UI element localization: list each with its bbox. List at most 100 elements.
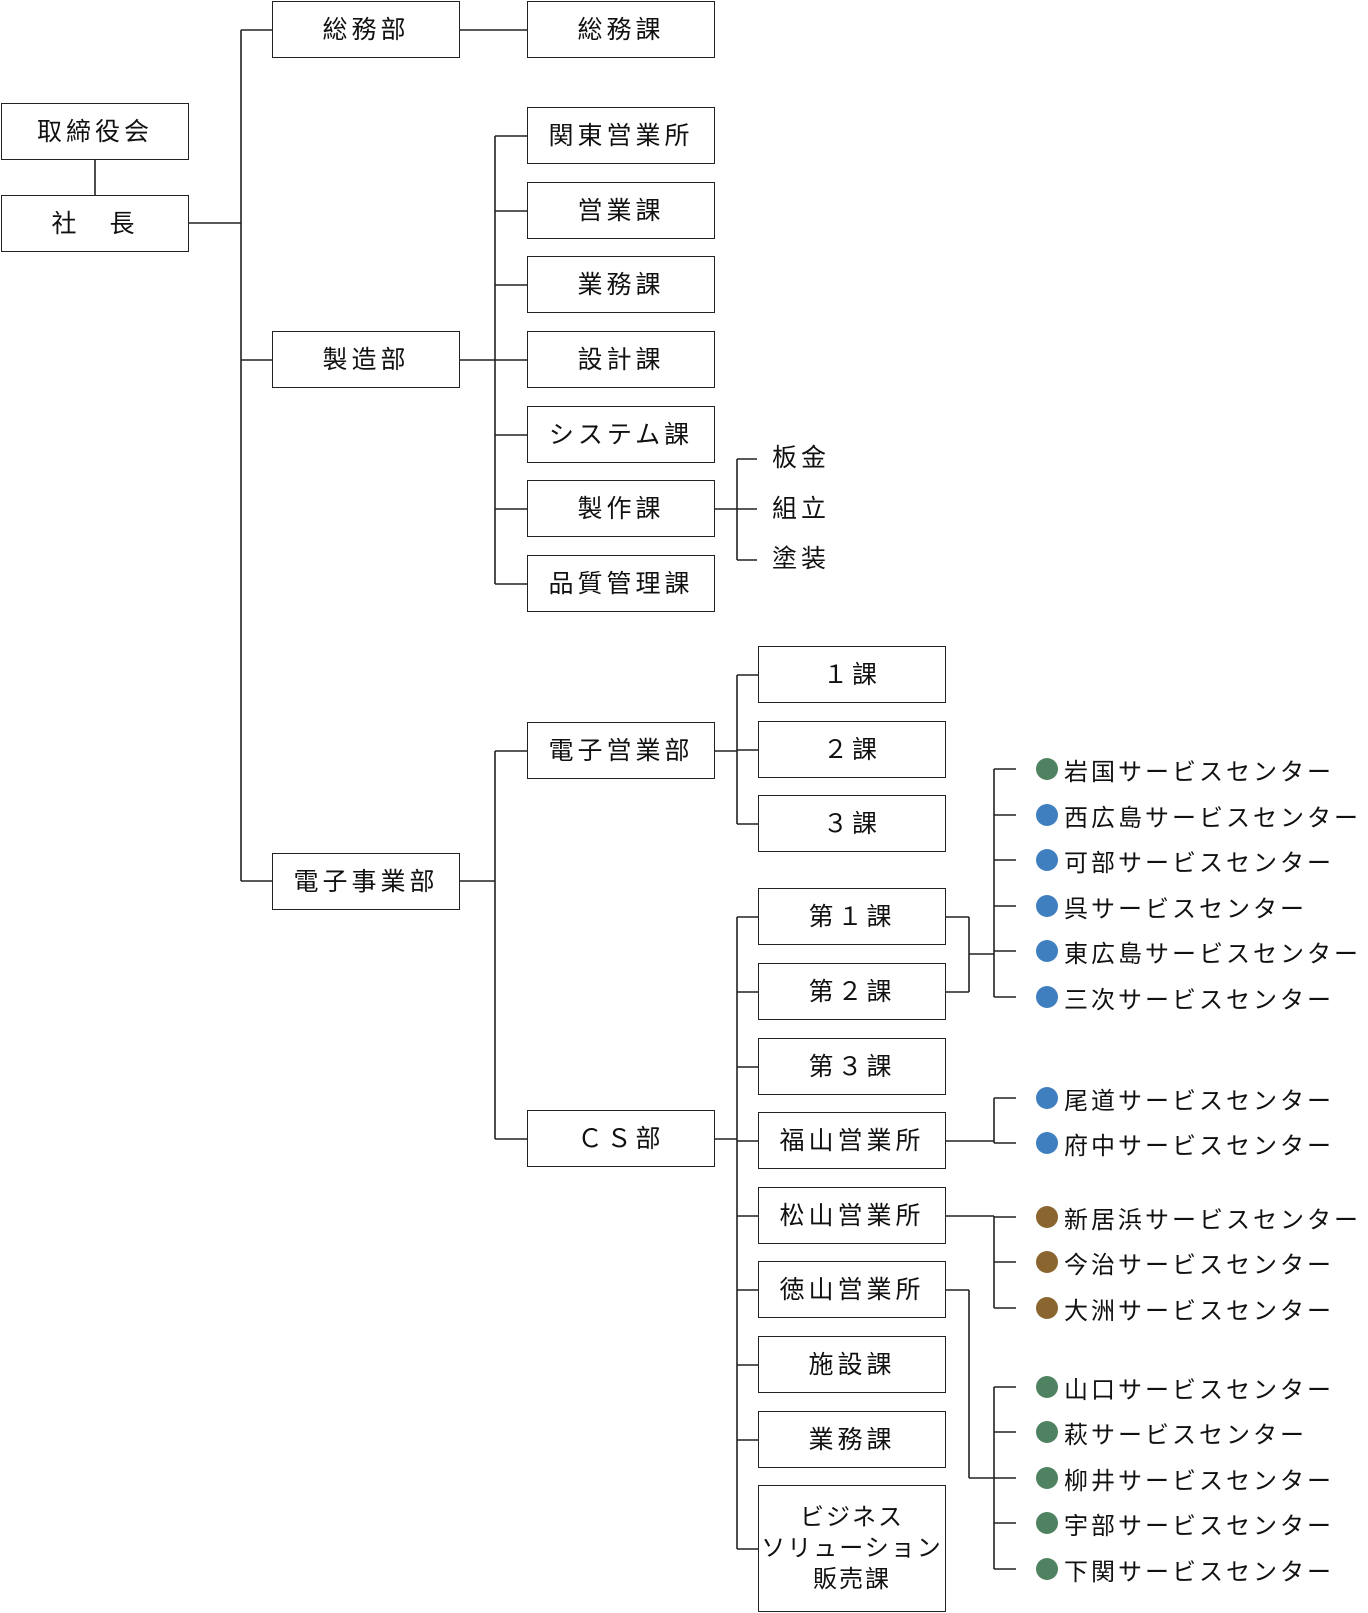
kanto-box: 関東営業所 bbox=[527, 107, 715, 164]
dai1-box: 第１課 bbox=[758, 888, 946, 945]
board-label: 取締役会 bbox=[36, 116, 153, 146]
dai2-label: 第２課 bbox=[808, 976, 896, 1006]
system-ka-label: システム課 bbox=[548, 419, 694, 449]
green-dot-icon bbox=[1036, 1376, 1058, 1398]
cs-bu-box: ＣＳ部 bbox=[527, 1110, 715, 1167]
dai3-label: 第３課 bbox=[808, 1051, 896, 1081]
green-dot-icon bbox=[1036, 1512, 1058, 1534]
center-yanai: 柳井サービスセンター bbox=[1036, 1463, 1334, 1495]
matsuyama-box: 松山営業所 bbox=[758, 1187, 946, 1244]
center-onomichi: 尾道サービスセンター bbox=[1036, 1083, 1334, 1115]
hinshitsu-ka-label: 品質管理課 bbox=[548, 568, 694, 598]
sekkei-ka-box: 設計課 bbox=[527, 331, 715, 388]
ka2-label: ２課 bbox=[822, 734, 881, 764]
center-shimonoseki: 下関サービスセンター bbox=[1036, 1554, 1334, 1586]
seizou-bu-box: 製造部 bbox=[272, 331, 460, 388]
center-yamaguchi: 山口サービスセンター bbox=[1036, 1372, 1334, 1404]
brown-dot-icon bbox=[1036, 1206, 1058, 1228]
biz-line2: ソリューション bbox=[761, 1533, 943, 1562]
center-label: 大洲サービスセンター bbox=[1064, 1296, 1334, 1325]
fukuyama-box: 福山営業所 bbox=[758, 1112, 946, 1169]
shisetsu-ka-box: 施設課 bbox=[758, 1336, 946, 1393]
seizou-bu-label: 製造部 bbox=[322, 344, 410, 374]
matsuyama-label: 松山営業所 bbox=[779, 1200, 925, 1230]
soumu-bu-box: 総務部 bbox=[272, 1, 460, 58]
center-label: 可部サービスセンター bbox=[1064, 848, 1334, 877]
gyoumu-ka-cs-label: 業務課 bbox=[808, 1424, 896, 1454]
soumu-ka-label: 総務課 bbox=[577, 14, 665, 44]
denshi-eigyou-bu-box: 電子営業部 bbox=[527, 722, 715, 779]
dai2-box: 第２課 bbox=[758, 963, 946, 1020]
cs-bu-label: ＣＳ部 bbox=[577, 1123, 665, 1153]
center-label: 柳井サービスセンター bbox=[1064, 1466, 1334, 1495]
center-label: 三次サービスセンター bbox=[1064, 985, 1334, 1014]
gyoumu-ka-mfg-box: 業務課 bbox=[527, 256, 715, 313]
biz-solution-box: ビジネス ソリューション 販売課 bbox=[758, 1485, 946, 1612]
center-imabari: 今治サービスセンター bbox=[1036, 1247, 1334, 1279]
ka1-label: １課 bbox=[822, 659, 881, 689]
center-iwakuni: 岩国サービスセンター bbox=[1036, 754, 1334, 786]
soumu-bu-label: 総務部 bbox=[322, 14, 410, 44]
center-label: 岩国サービスセンター bbox=[1064, 757, 1334, 786]
brown-dot-icon bbox=[1036, 1297, 1058, 1319]
center-label: 山口サービスセンター bbox=[1064, 1375, 1334, 1404]
green-dot-icon bbox=[1036, 758, 1058, 780]
center-kure: 呉サービスセンター bbox=[1036, 891, 1307, 923]
center-label: 西広島サービスセンター bbox=[1064, 803, 1361, 832]
ka3-label: ３課 bbox=[822, 808, 881, 838]
center-higashihiroshima: 東広島サービスセンター bbox=[1036, 936, 1361, 968]
center-label: 宇部サービスセンター bbox=[1064, 1511, 1334, 1540]
center-miyoshi: 三次サービスセンター bbox=[1036, 982, 1334, 1014]
green-dot-icon bbox=[1036, 1467, 1058, 1489]
kanto-label: 関東営業所 bbox=[548, 120, 694, 150]
center-label: 新居浜サービスセンター bbox=[1064, 1205, 1361, 1234]
gyoumu-ka-mfg-label: 業務課 bbox=[577, 269, 665, 299]
center-ozu: 大洲サービスセンター bbox=[1036, 1293, 1334, 1325]
biz-line1: ビジネス bbox=[800, 1502, 904, 1531]
center-label: 呉サービスセンター bbox=[1064, 894, 1307, 923]
blue-dot-icon bbox=[1036, 804, 1058, 826]
dai3-box: 第３課 bbox=[758, 1038, 946, 1095]
green-dot-icon bbox=[1036, 1558, 1058, 1580]
blue-dot-icon bbox=[1036, 986, 1058, 1008]
ka2-box: ２課 bbox=[758, 721, 946, 778]
tokuyama-box: 徳山営業所 bbox=[758, 1261, 946, 1318]
shisetsu-ka-label: 施設課 bbox=[808, 1349, 896, 1379]
bankin-label: 板金 bbox=[772, 443, 831, 472]
center-niihama: 新居浜サービスセンター bbox=[1036, 1202, 1361, 1234]
eigyou-ka-label: 営業課 bbox=[577, 195, 665, 225]
center-nishihiroshima: 西広島サービスセンター bbox=[1036, 800, 1361, 832]
blue-dot-icon bbox=[1036, 1132, 1058, 1154]
center-label: 今治サービスセンター bbox=[1064, 1250, 1334, 1279]
eigyou-ka-box: 営業課 bbox=[527, 182, 715, 239]
president-box: 社 長 bbox=[1, 195, 189, 252]
center-label: 下関サービスセンター bbox=[1064, 1557, 1334, 1586]
blue-dot-icon bbox=[1036, 849, 1058, 871]
denshi-jigyou-bu-label: 電子事業部 bbox=[293, 866, 439, 896]
soumu-ka-box: 総務課 bbox=[527, 1, 715, 58]
denshi-jigyou-bu-box: 電子事業部 bbox=[272, 853, 460, 910]
sekkei-ka-label: 設計課 bbox=[577, 344, 665, 374]
biz-line3: 販売課 bbox=[813, 1565, 891, 1594]
tokuyama-label: 徳山営業所 bbox=[779, 1274, 925, 1304]
center-ube: 宇部サービスセンター bbox=[1036, 1508, 1334, 1540]
center-hagi: 萩サービスセンター bbox=[1036, 1417, 1307, 1449]
kumitate-label: 組立 bbox=[772, 494, 831, 523]
dai1-label: 第１課 bbox=[808, 901, 896, 931]
denshi-eigyou-bu-label: 電子営業部 bbox=[548, 735, 694, 765]
board-box: 取締役会 bbox=[1, 103, 189, 160]
fukuyama-label: 福山営業所 bbox=[779, 1125, 925, 1155]
ka1-box: １課 bbox=[758, 646, 946, 703]
center-kabe: 可部サービスセンター bbox=[1036, 845, 1334, 877]
center-label: 府中サービスセンター bbox=[1064, 1131, 1334, 1160]
blue-dot-icon bbox=[1036, 1087, 1058, 1109]
gyoumu-ka-cs-box: 業務課 bbox=[758, 1411, 946, 1468]
president-label: 社 長 bbox=[51, 208, 139, 238]
blue-dot-icon bbox=[1036, 940, 1058, 962]
center-fuchu: 府中サービスセンター bbox=[1036, 1128, 1334, 1160]
center-label: 尾道サービスセンター bbox=[1064, 1086, 1334, 1115]
green-dot-icon bbox=[1036, 1421, 1058, 1443]
hinshitsu-ka-box: 品質管理課 bbox=[527, 555, 715, 612]
blue-dot-icon bbox=[1036, 895, 1058, 917]
